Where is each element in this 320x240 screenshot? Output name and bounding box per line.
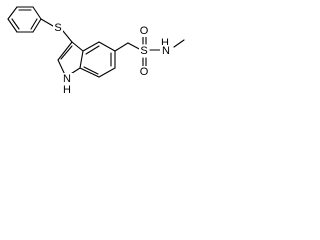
svg-text:N: N <box>63 73 71 85</box>
phenyl-ring <box>7 6 42 33</box>
indole-benzene-ring <box>79 41 116 78</box>
atom-label-s-thioether: S <box>53 21 63 34</box>
chemical-structure: S O S O H N N H <box>7 6 185 96</box>
thioether-bonds <box>40 18 73 43</box>
atom-label-nh-amide: H N <box>160 37 172 57</box>
atom-label-s-sulfonyl: S <box>139 45 149 57</box>
sulfonamide-chain <box>114 35 185 67</box>
svg-text:N: N <box>162 45 170 57</box>
svg-text:S: S <box>54 22 61 34</box>
svg-text:O: O <box>140 25 149 37</box>
indole-pyrrole-ring <box>57 41 84 78</box>
svg-text:O: O <box>140 66 149 78</box>
svg-text:H: H <box>161 37 169 49</box>
atom-label-o-bottom: O <box>139 66 149 78</box>
svg-text:H: H <box>63 84 71 96</box>
atom-label-nh-indole: N H <box>61 73 73 96</box>
atom-label-o-top: O <box>139 25 149 37</box>
svg-text:S: S <box>140 45 147 57</box>
